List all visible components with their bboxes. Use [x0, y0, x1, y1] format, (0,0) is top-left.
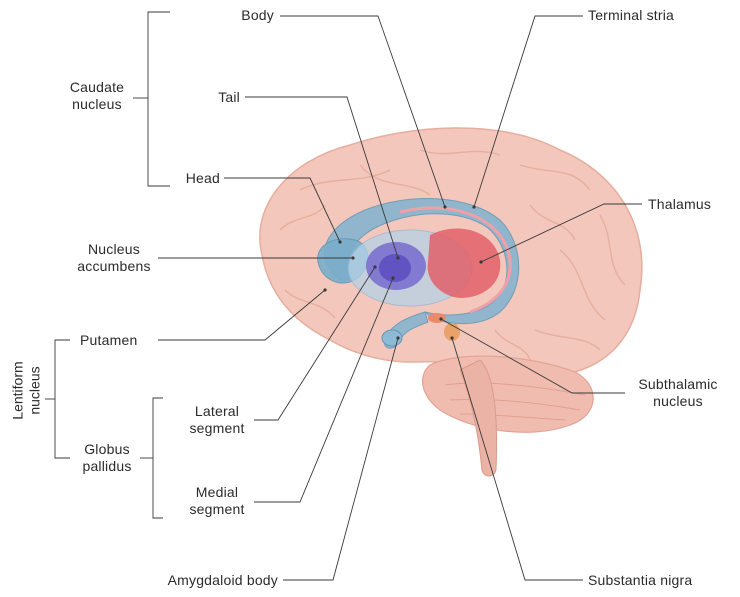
label-caudate-nucleus-line1: Caudate [60, 79, 134, 96]
label-lentiform-nucleus-line1: Lentiform [10, 356, 27, 426]
label-lateral-segment-line1: Lateral [180, 403, 254, 420]
label-head: Head [160, 170, 220, 187]
label-globus-pallidus-line1: Globus [72, 441, 142, 458]
label-globus-pallidus-line2: pallidus [72, 458, 142, 475]
label-nucleus-accumbens-line2: accumbens [70, 258, 158, 275]
label-medial-segment-line2: segment [180, 501, 254, 518]
label-caudate-nucleus-line2: nucleus [60, 96, 134, 113]
label-putamen: Putamen [80, 332, 137, 349]
label-body: Body [206, 7, 274, 24]
label-nucleus-accumbens-line1: Nucleus [70, 241, 158, 258]
subthalamic-shape [428, 313, 446, 323]
label-thalamus: Thalamus [648, 196, 711, 213]
label-tail: Tail [180, 89, 240, 106]
label-lateral-segment-line2: segment [180, 420, 254, 437]
label-subthalamic-nucleus-line1: Subthalamic [630, 376, 726, 393]
label-lentiform-nucleus-line2: nucleus [27, 356, 44, 426]
label-subthalamic-nucleus-line2: nucleus [630, 393, 726, 410]
label-substantia-nigra: Substantia nigra [588, 572, 692, 589]
label-medial-segment-line1: Medial [180, 484, 254, 501]
label-terminal-stria: Terminal stria [588, 7, 674, 24]
medial-segment-shape [379, 254, 411, 282]
label-amygdaloid-body: Amygdaloid body [118, 572, 278, 589]
